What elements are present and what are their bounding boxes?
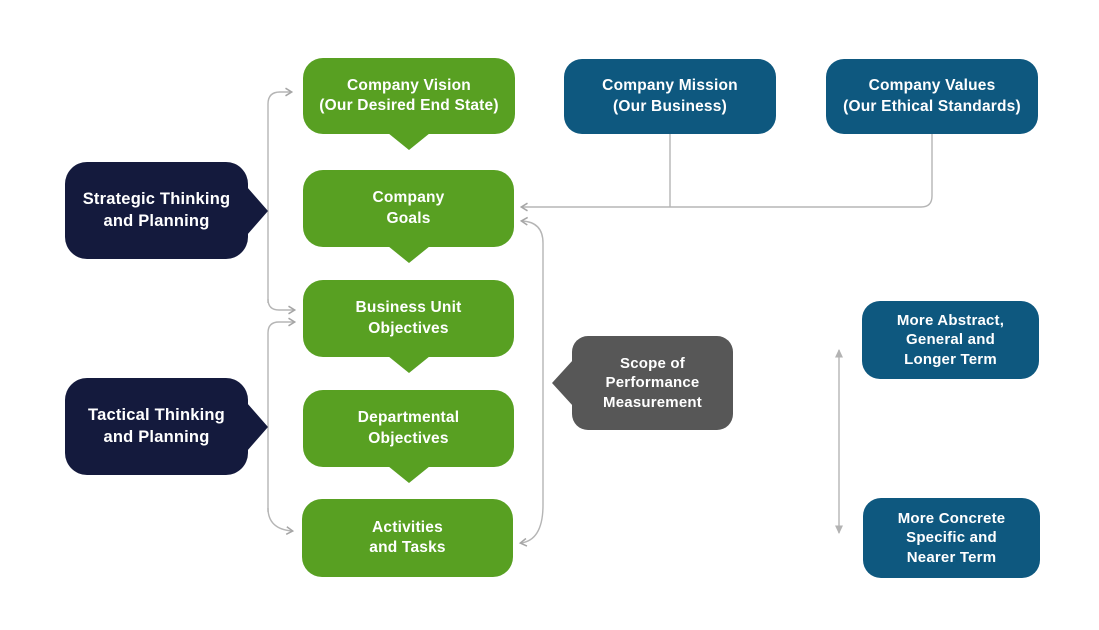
edge-tactical-to-activities — [267, 507, 295, 535]
node-activities-and-tasks-label: Activities and Tasks — [369, 518, 446, 556]
edge-tactical-to-business-unit — [267, 317, 297, 512]
node-more-abstract: More Abstract, General and Longer Term — [862, 301, 1039, 379]
node-scope-of-performance-measurement: Scope of Performance Measurement — [572, 336, 733, 430]
edge-strategic-to-vision — [267, 87, 294, 303]
node-company-mission: Company Mission (Our Business) — [564, 59, 776, 134]
node-departmental-objectives-label: Departmental Objectives — [357, 409, 460, 447]
node-company-values-label: Company Values (Our Ethical Standards) — [843, 77, 1021, 115]
node-more-concrete-label: More Concrete Specific and Nearer Term — [897, 509, 1006, 566]
node-business-unit-objectives-label: Business Unit Objectives — [355, 299, 462, 337]
node-company-vision-label: Company Vision (Our Desired End State) — [319, 76, 499, 114]
node-tactical-thinking-label: Tactical Thinking and Planning — [88, 406, 225, 446]
node-scope-label: Scope of Performance Measurement — [603, 354, 702, 411]
node-company-goals-label: Company Goals — [372, 189, 445, 227]
node-strategic-thinking: Strategic Thinking and Planning — [65, 162, 248, 259]
edge-values-to-goals — [519, 134, 933, 212]
node-company-values: Company Values (Our Ethical Standards) — [826, 59, 1038, 134]
edge-goals-loop-bottom — [518, 352, 544, 547]
node-tactical-thinking: Tactical Thinking and Planning — [65, 378, 248, 475]
node-activities-and-tasks: Activities and Tasks — [302, 499, 513, 577]
node-more-concrete: More Concrete Specific and Nearer Term — [863, 498, 1040, 578]
edge-goals-loop-top — [519, 216, 544, 352]
node-company-vision: Company Vision (Our Desired End State) — [303, 58, 515, 134]
node-business-unit-objectives: Business Unit Objectives — [303, 280, 514, 357]
node-company-mission-label: Company Mission (Our Business) — [602, 77, 738, 115]
edge-strategic-to-business-unit — [267, 298, 297, 315]
node-company-goals: Company Goals — [303, 170, 514, 247]
node-more-abstract-label: More Abstract, General and Longer Term — [896, 311, 1005, 368]
node-departmental-objectives: Departmental Objectives — [303, 390, 514, 467]
node-strategic-thinking-label: Strategic Thinking and Planning — [82, 190, 231, 230]
